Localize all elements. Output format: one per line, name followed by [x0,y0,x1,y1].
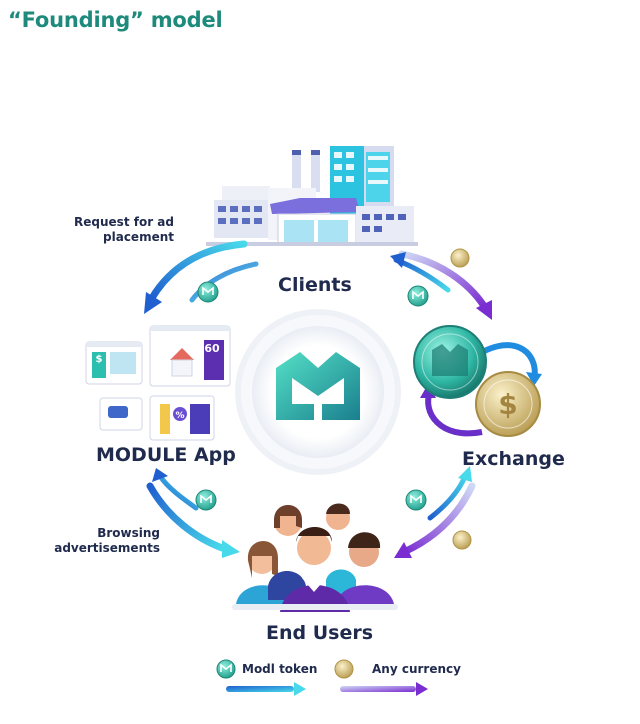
app-tile-percent: % [175,411,184,421]
gold-coin-icon [450,248,470,268]
modl-token-icon [195,489,217,511]
request-ad-placement-label: Request for ad placement [64,215,174,245]
browsing-ads-label: Browsing advertisements [40,526,160,556]
exchange-coins-icon: $ [413,325,542,437]
arrow-exchange-to-users [394,466,476,558]
module-logo-icon [276,352,360,420]
legend-currency-item [334,659,428,696]
people-icon [232,503,398,612]
app-tile-price: 60 [204,342,220,355]
modl-token-icon [407,285,429,307]
legend-token-label: Modl token [242,662,318,676]
legend-token-item [216,659,306,696]
app-tile-dollar: $ [96,354,103,365]
exchange-label: Exchange [462,448,565,470]
modl-token-icon [405,489,427,511]
arrow-clients-to-app [144,240,259,314]
end-users-label: End Users [266,622,374,644]
browsing-label-line2: advertisements [54,541,160,555]
legend-currency-label: Any currency [372,662,461,676]
clients-label: Clients [278,274,352,296]
svg-text:$: $ [498,388,517,421]
module-app-label: MODULE App [96,444,236,466]
factory-icon [206,146,418,246]
modl-token-icon [197,281,219,303]
arrow-app-to-users [146,468,240,558]
app-tiles-icon [85,325,231,441]
arrow-clients-to-exchange [390,250,492,320]
request-label-line1: Request for ad [74,215,174,229]
request-label-line2: placement [103,230,174,244]
gold-coin-icon [452,530,472,550]
browsing-label-line1: Browsing [97,526,160,540]
page-title: “Founding” model [8,8,223,32]
